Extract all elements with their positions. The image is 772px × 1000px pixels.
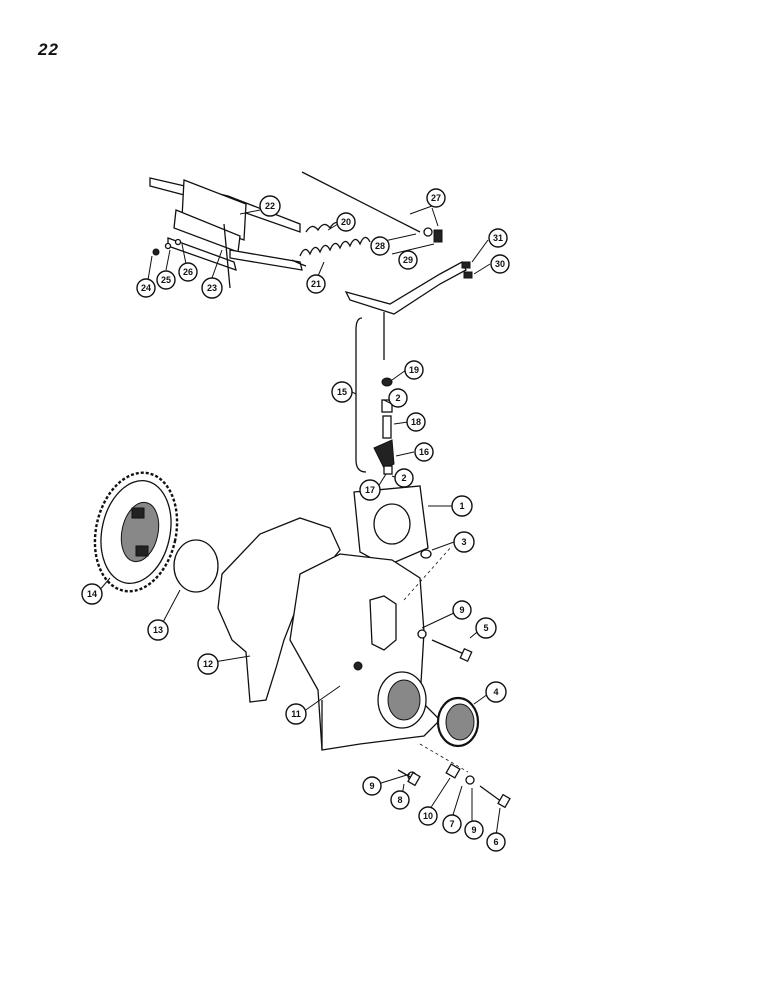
callout-1: 1: [451, 495, 473, 517]
svg-text:20: 20: [341, 217, 351, 227]
governor-springs: [299, 221, 371, 257]
svg-text:2: 2: [401, 473, 406, 483]
callout-9b: 9: [362, 776, 382, 796]
svg-text:29: 29: [403, 255, 413, 265]
svg-text:8: 8: [397, 795, 402, 805]
svg-text:12: 12: [203, 659, 213, 669]
svg-text:1: 1: [459, 501, 464, 511]
svg-text:18: 18: [411, 417, 421, 427]
svg-text:30: 30: [495, 259, 505, 269]
callout-20: 20: [336, 212, 356, 232]
svg-text:4: 4: [493, 687, 498, 697]
oil-seal: [436, 696, 480, 748]
callout-17: 17: [359, 479, 381, 501]
callout-15: 15: [331, 381, 353, 403]
callout-7: 7: [442, 814, 462, 834]
svg-text:9: 9: [471, 825, 476, 835]
callout-24: 24: [136, 278, 156, 298]
callout-31: 31: [488, 228, 508, 248]
svg-text:24: 24: [141, 283, 151, 293]
svg-text:6: 6: [493, 837, 498, 847]
callout-22: 22: [259, 195, 281, 217]
cover-plate: [173, 539, 219, 593]
callout-9a: 9: [452, 600, 472, 620]
svg-text:5: 5: [483, 623, 488, 633]
svg-text:14: 14: [87, 589, 97, 599]
svg-text:27: 27: [431, 193, 441, 203]
callout-27: 27: [426, 188, 446, 208]
callout-10: 10: [418, 806, 438, 826]
callout-16: 16: [414, 442, 434, 462]
callout-3: 3: [453, 531, 475, 553]
callout-2a: 2: [388, 388, 408, 408]
camshaft-gear: [93, 471, 179, 593]
svg-text:21: 21: [311, 279, 321, 289]
svg-text:15: 15: [337, 387, 347, 397]
callout-8: 8: [390, 790, 410, 810]
svg-text:17: 17: [365, 485, 375, 495]
callout-26: 26: [178, 262, 198, 282]
svg-text:19: 19: [409, 365, 419, 375]
hardware-parts: [397, 545, 511, 809]
callout-12: 12: [197, 653, 219, 675]
callout-21: 21: [306, 274, 326, 294]
callout-13: 13: [147, 619, 169, 641]
callout-14: 14: [81, 583, 103, 605]
svg-text:13: 13: [153, 625, 163, 635]
svg-text:22: 22: [265, 201, 275, 211]
svg-text:9: 9: [459, 605, 464, 615]
svg-text:10: 10: [423, 811, 433, 821]
governor-linkage-plates: [149, 177, 307, 289]
callout-9c: 9: [464, 820, 484, 840]
svg-text:2: 2: [395, 393, 400, 403]
callout-28: 28: [370, 236, 390, 256]
callout-5: 5: [475, 617, 497, 639]
svg-text:16: 16: [419, 447, 429, 457]
callout-29: 29: [398, 250, 418, 270]
page-number: 22: [38, 40, 59, 59]
svg-text:25: 25: [161, 275, 171, 285]
svg-text:11: 11: [291, 709, 301, 719]
svg-text:7: 7: [449, 819, 454, 829]
callout-25: 25: [156, 270, 176, 290]
svg-text:23: 23: [207, 283, 217, 293]
svg-text:3: 3: [461, 537, 466, 547]
callout-11: 11: [285, 703, 307, 725]
svg-text:31: 31: [493, 233, 503, 243]
callout-18: 18: [406, 412, 426, 432]
group-15-parts: [355, 317, 395, 475]
callout-19: 19: [404, 360, 424, 380]
callout-2b: 2: [394, 468, 414, 488]
callout-6: 6: [486, 832, 506, 852]
svg-text:28: 28: [375, 241, 385, 251]
throttle-rod-and-lever: [301, 171, 473, 360]
callout-23: 23: [201, 277, 223, 299]
svg-text:26: 26: [183, 267, 193, 277]
timing-gear-housing: [289, 485, 441, 751]
callout-4: 4: [485, 681, 507, 703]
callout-30: 30: [490, 254, 510, 274]
svg-text:9: 9: [369, 781, 374, 791]
